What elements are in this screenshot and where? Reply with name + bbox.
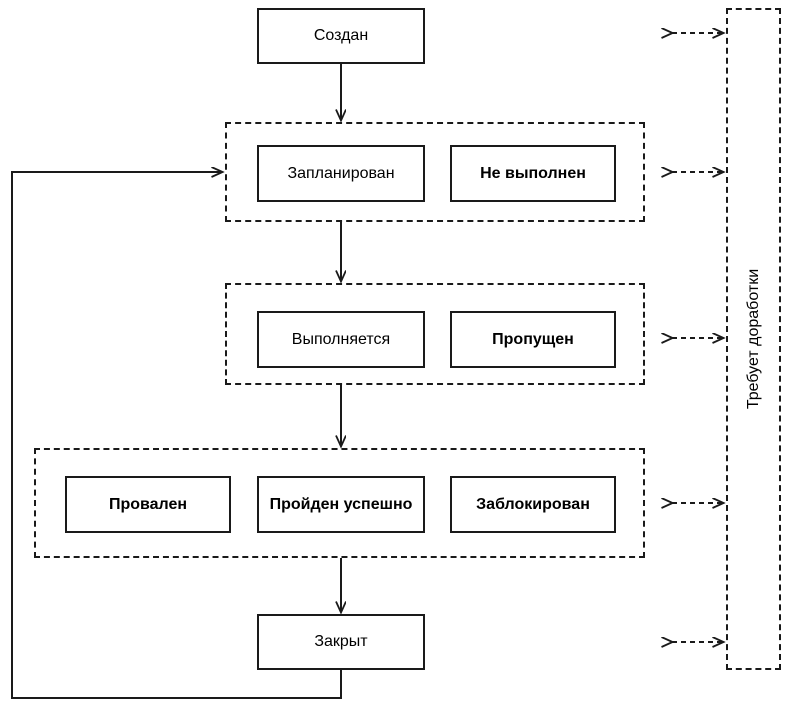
connector-closed-loopback	[11, 172, 342, 699]
state-node-in-progress[interactable]: Выполняется	[257, 311, 425, 368]
state-node-blocked[interactable]: Заблокирован	[450, 476, 616, 533]
state-node-passed[interactable]: Пройден успешно	[257, 476, 425, 533]
rework-lane	[726, 8, 781, 670]
state-node-failed[interactable]: Провален	[65, 476, 231, 533]
state-group-planned	[225, 122, 645, 222]
state-node-skipped[interactable]: Пропущен	[450, 311, 616, 368]
state-node-created[interactable]: Создан	[257, 8, 425, 64]
state-group-finished	[34, 448, 645, 558]
state-node-planned[interactable]: Запланирован	[257, 145, 425, 202]
rework-lane-label: Требует доработки	[744, 268, 762, 410]
state-node-closed[interactable]: Закрыт	[257, 614, 425, 670]
state-node-not-done[interactable]: Не выполнен	[450, 145, 616, 202]
state-group-running	[225, 283, 645, 385]
